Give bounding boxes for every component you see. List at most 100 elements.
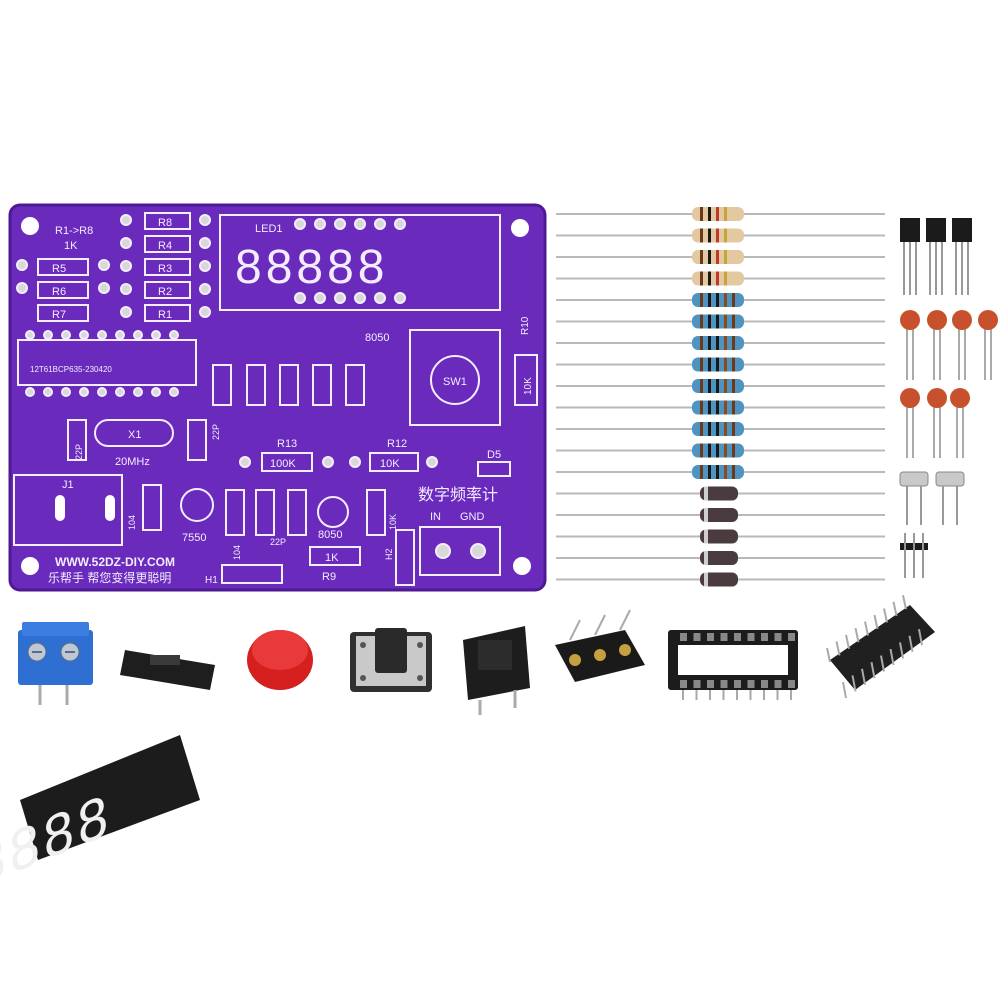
label-sw1: SW1: [443, 376, 467, 388]
footprint-c-104: [142, 484, 162, 531]
round-pin-header: [555, 609, 645, 682]
footprint-c-104-b: [225, 489, 245, 536]
crystal: [935, 471, 965, 525]
footprint-d2: [279, 364, 299, 406]
label-r3: R3: [158, 263, 172, 275]
chip-pin: [851, 675, 857, 692]
label-r1-r8: R1->R8: [55, 225, 93, 237]
label-22p-a: 22P: [74, 444, 84, 460]
terminal-footprint: [419, 526, 501, 576]
resistor: [556, 443, 885, 458]
j1-slot: [105, 495, 115, 521]
mounting-hole: [21, 217, 39, 235]
transistors: [900, 218, 972, 295]
label-10k: 10K: [380, 458, 400, 470]
h2-footprint: [395, 529, 415, 586]
resistor: [556, 357, 885, 372]
footprint-r9: [309, 546, 361, 566]
footprint-7550: [180, 488, 214, 522]
chip-pin: [873, 614, 879, 630]
footprint-d3: [312, 364, 332, 406]
mounting-hole: [511, 219, 529, 237]
seven-segment-display: 88888: [0, 735, 200, 918]
ic-socket: [668, 630, 798, 700]
footprint-r5: [37, 258, 89, 276]
label-r6: R6: [52, 286, 66, 298]
chip-pin: [845, 634, 850, 650]
label-104-b: 104: [232, 545, 242, 560]
resistor: [556, 508, 885, 522]
chip-pin: [902, 594, 907, 610]
socket-pin: [761, 680, 768, 688]
ceramic-capacitor: [927, 388, 947, 458]
pad-column: [16, 214, 211, 318]
pin-header: [900, 533, 928, 578]
resistor: [556, 250, 885, 264]
button-cap: [247, 630, 313, 690]
socket-pin: [788, 633, 795, 641]
ceramic-capacitor: [900, 310, 920, 380]
led-pads: [294, 218, 406, 304]
footprint-d5: [477, 461, 511, 477]
footprint-c2: [287, 489, 307, 536]
resistor: [556, 400, 885, 415]
label-22p-c: 22P: [270, 537, 286, 547]
resistor: [556, 293, 885, 307]
label-r4: R4: [158, 240, 172, 252]
tactile-switch: [350, 628, 432, 692]
resistor: [556, 572, 885, 587]
ceramic-capacitor: [952, 310, 972, 380]
label-104-a: 104: [127, 515, 137, 530]
footprint-r2: [144, 281, 191, 299]
socket-pin: [734, 680, 741, 688]
resistor: [556, 465, 885, 479]
sw1-footprint: [409, 329, 501, 426]
socket-pin: [707, 633, 714, 641]
label-h2: H2: [384, 548, 394, 560]
label-8050-bottom: 8050: [318, 529, 342, 541]
socket-pin: [693, 680, 701, 688]
sw1-circle: [430, 355, 480, 405]
chip-pin: [864, 621, 869, 636]
footprint-d1: [246, 364, 266, 406]
footprint-c3: [255, 489, 275, 536]
chip-pin: [835, 641, 841, 656]
socket-pin: [707, 680, 714, 688]
crystal: [899, 471, 929, 525]
board-title: 数字频率计: [418, 486, 498, 504]
resistor: [556, 551, 885, 565]
dc-jack: [463, 626, 530, 715]
label-8050-top: 8050: [365, 332, 389, 344]
resistor: [556, 207, 885, 221]
chip-pads: [25, 330, 179, 397]
chip-pin: [899, 642, 904, 659]
socket-pin: [720, 633, 728, 641]
footprint-r4: [144, 235, 191, 253]
footprint-r1: [144, 304, 191, 322]
resistor: [556, 228, 885, 243]
pcb-board: R1->R8 1K R8 R4 R3 R2 R1 R5 R6 R7: [8, 203, 547, 592]
pad: [322, 456, 334, 468]
label-gnd: GND: [460, 511, 485, 523]
chip-pin: [883, 608, 888, 623]
j1-footprint: [13, 474, 123, 546]
footprint-r8: [144, 212, 191, 230]
led-silk-digits: 88888: [235, 241, 388, 294]
pad: [426, 456, 438, 468]
chip-pin: [870, 662, 876, 679]
footprint-c-22p-right: [187, 419, 207, 461]
footprint-r11: [212, 364, 232, 406]
label-h1: H1: [205, 575, 218, 586]
ceramic-capacitors: [900, 310, 998, 458]
chip-footprint: [17, 339, 197, 386]
board-website: WWW.52DZ-DIY.COM: [55, 555, 175, 569]
footprint-c-22p-left: [67, 419, 87, 461]
crystal-footprint: [94, 419, 174, 447]
resistor: [556, 486, 885, 501]
socket-pin: [693, 633, 701, 641]
mounting-hole: [513, 557, 531, 575]
label-10k-side: 10K: [523, 377, 534, 395]
chip-pin: [908, 635, 914, 652]
label-r9: R9: [322, 571, 336, 583]
